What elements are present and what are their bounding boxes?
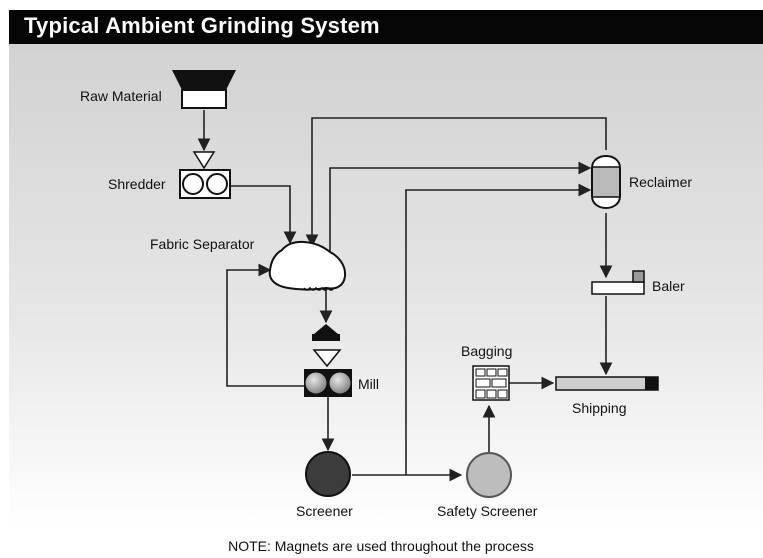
bagging-label: Bagging xyxy=(461,343,512,359)
raw-material-label: Raw Material xyxy=(80,88,162,104)
fabric-separator-label: Fabric Separator xyxy=(150,236,255,252)
shredder-icon xyxy=(179,151,231,199)
shipping-conveyor-icon xyxy=(555,376,659,391)
magnet-feeder-icon xyxy=(312,324,340,341)
flow-screener-to-reclaimer xyxy=(405,183,592,475)
title-bar: Typical Ambient Grinding System xyxy=(9,10,763,44)
page-title: Typical Ambient Grinding System xyxy=(24,13,380,38)
flow-reclaimer-to-separator xyxy=(305,117,607,248)
baler-icon xyxy=(591,270,645,295)
reclaimer-icon xyxy=(591,155,621,209)
screener-icon xyxy=(305,451,351,497)
shredder-label: Shredder xyxy=(108,176,166,192)
flow-mill-recycle xyxy=(226,263,304,387)
baler-label: Baler xyxy=(652,278,685,294)
screener-label: Screener xyxy=(296,503,353,519)
safety-screener-icon xyxy=(466,452,512,498)
reclaimer-label: Reclaimer xyxy=(629,174,692,190)
mill-icon xyxy=(304,349,352,397)
diagram-background xyxy=(9,44,763,530)
mill-label: Mill xyxy=(358,376,379,392)
shipping-label: Shipping xyxy=(572,400,627,416)
footnote: NOTE: Magnets are used throughout the pr… xyxy=(228,538,534,554)
fabric-separator-icon xyxy=(268,241,347,291)
flow-lines xyxy=(197,110,613,482)
safety-screener-label: Safety Screener xyxy=(437,503,538,519)
raw-material-hopper-icon xyxy=(172,70,236,109)
flow-shredder-to-separator xyxy=(230,185,297,245)
bagging-icon xyxy=(472,365,510,401)
flow-separator-to-reclaimer xyxy=(329,161,592,255)
